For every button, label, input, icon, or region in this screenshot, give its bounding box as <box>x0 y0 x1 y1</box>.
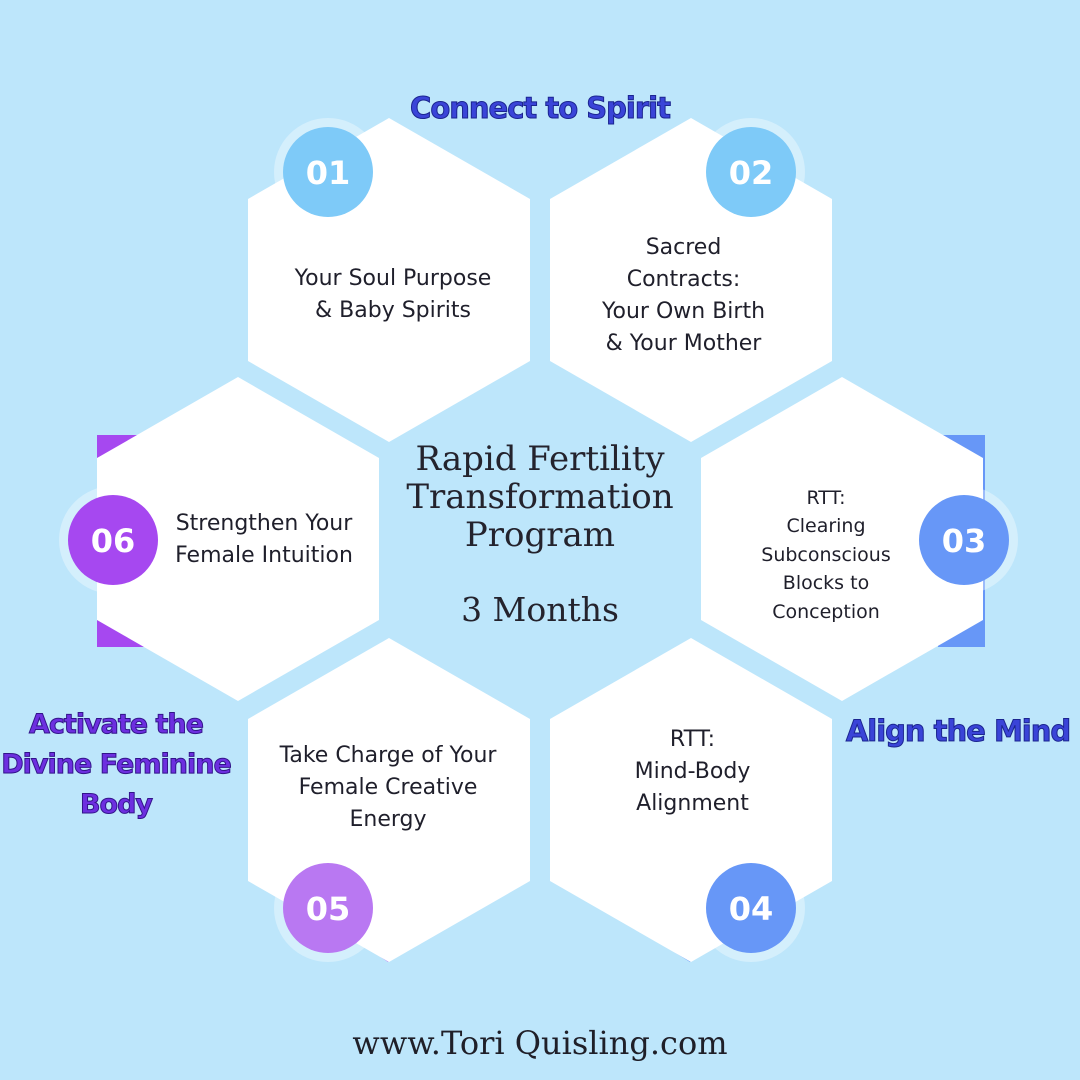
step-03-line: Clearing <box>786 515 866 538</box>
hexagon-03 <box>701 377 983 701</box>
step-02-text: Sacred Contracts: Your Own Birth & Your … <box>566 230 801 362</box>
step-03-line: Blocks to <box>782 572 870 595</box>
badge-06-label: 06 <box>91 522 136 560</box>
step-06-text: Strengthen Your Female Intuition <box>150 500 378 580</box>
step-06-line: Strengthen Your <box>175 511 353 536</box>
phase-label-body: Activate the Divine Feminine Body <box>0 705 233 825</box>
step-01-line: & Baby Spirits <box>315 298 471 323</box>
badge-01-label: 01 <box>306 154 351 192</box>
badge-05-label: 05 <box>306 890 351 928</box>
step-06-line: Female Intuition <box>175 543 353 568</box>
step-02-line: & Your Mother <box>605 331 762 356</box>
step-03-text: RTT: Clearing Subconscious Blocks to Con… <box>740 480 912 630</box>
hexagon-06 <box>97 377 379 701</box>
program-duration: 3 Months <box>461 590 619 629</box>
step-04-line: Mind-Body <box>634 759 751 784</box>
badge-06: 06 <box>59 486 167 594</box>
step-04-line: RTT: <box>669 727 716 752</box>
program-title-line: Program <box>464 515 616 555</box>
step-01-text: Your Soul Purpose & Baby Spirits <box>268 255 518 335</box>
step-04-text: RTT: Mind-Body Alignment <box>580 722 805 822</box>
phase-label-mind: Align the Mind <box>836 712 1080 750</box>
program-title: Rapid Fertility Transformation Program <box>380 440 700 554</box>
badge-03-label: 03 <box>942 522 987 560</box>
phase-mind-line: Align the Mind <box>845 714 1071 749</box>
step-03-line: Conception <box>772 600 880 623</box>
website-footer: www.Tori Quisling.com <box>352 1024 728 1062</box>
step-01-line: Your Soul Purpose <box>294 266 492 291</box>
badge-02-label: 02 <box>729 154 774 192</box>
badge-01: 01 <box>274 118 382 226</box>
step-03-line: RTT: <box>806 486 846 509</box>
phase-label-spirit: Connect to Spirit <box>360 90 720 126</box>
step-05-text: Take Charge of Your Female Creative Ener… <box>258 738 518 838</box>
step-04-line: Alignment <box>636 791 749 816</box>
phase-spirit-line: Connect to Spirit <box>410 91 672 126</box>
step-05-line: Energy <box>349 807 427 832</box>
badge-04: 04 <box>697 854 805 962</box>
phase-body-line: Divine Feminine <box>1 749 233 781</box>
badge-02: 02 <box>697 118 805 226</box>
phase-body-line: Activate the <box>29 709 205 741</box>
badge-05: 05 <box>274 854 382 962</box>
step-02-line: Your Own Birth <box>601 299 766 324</box>
program-title-line: Transformation <box>406 477 674 517</box>
badge-03: 03 <box>910 486 1018 594</box>
step-02-line: Contracts: <box>626 267 741 292</box>
program-title-line: Rapid Fertility <box>415 439 665 479</box>
step-05-line: Female Creative <box>298 775 478 800</box>
step-05-line: Take Charge of Your <box>279 743 497 768</box>
step-02-line: Sacred <box>645 235 722 260</box>
phase-body-line: Body <box>79 789 153 821</box>
step-03-line: Subconscious <box>761 543 891 566</box>
badge-04-label: 04 <box>729 890 774 928</box>
